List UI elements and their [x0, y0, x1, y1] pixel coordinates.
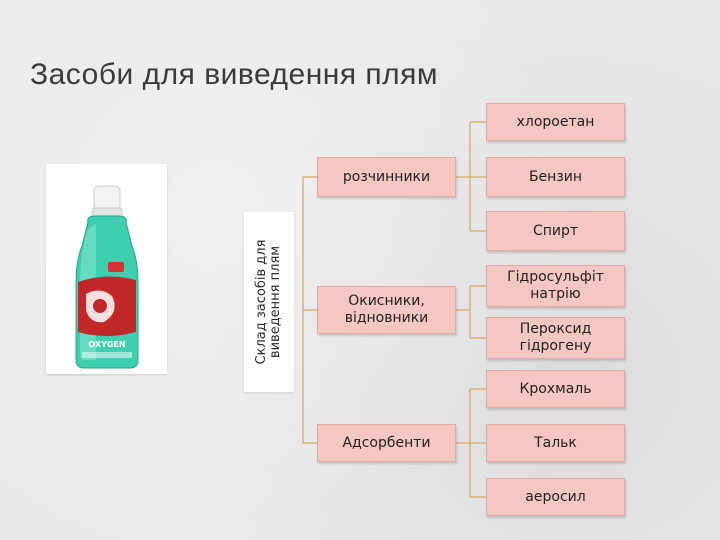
item-box-benzine: Бензин	[486, 157, 625, 197]
item-label: Тальк	[534, 435, 577, 452]
item-box-starch: Крохмаль	[486, 370, 625, 408]
item-label: хлороетан	[517, 114, 595, 131]
item-box-chloroethane: хлороетан	[486, 103, 625, 141]
item-box-alcohol: Спирт	[486, 211, 625, 251]
item-box-sodium-hydrosulfite: Гідросульфіт натрію	[486, 265, 625, 307]
item-label: Бензин	[529, 169, 582, 186]
item-label: аеросил	[525, 489, 585, 506]
category-label: Окисники, відновники	[318, 293, 455, 327]
item-label: Пероксид гідрогену	[487, 321, 624, 355]
category-label: Адсорбенти	[342, 435, 430, 452]
category-box-oxidizers-reducers: Окисники, відновники	[317, 286, 456, 334]
item-label: Крохмаль	[519, 381, 591, 398]
category-box-solvents: розчинники	[317, 157, 456, 197]
item-label: Гідросульфіт натрію	[487, 269, 624, 303]
item-label: Спирт	[533, 223, 578, 240]
item-box-aerosil: аеросил	[486, 478, 625, 516]
item-box-hydrogen-peroxide: Пероксид гідрогену	[486, 317, 625, 359]
category-box-adsorbents: Адсорбенти	[317, 424, 456, 462]
item-box-talc: Тальк	[486, 424, 625, 462]
category-label: розчинники	[343, 169, 430, 186]
